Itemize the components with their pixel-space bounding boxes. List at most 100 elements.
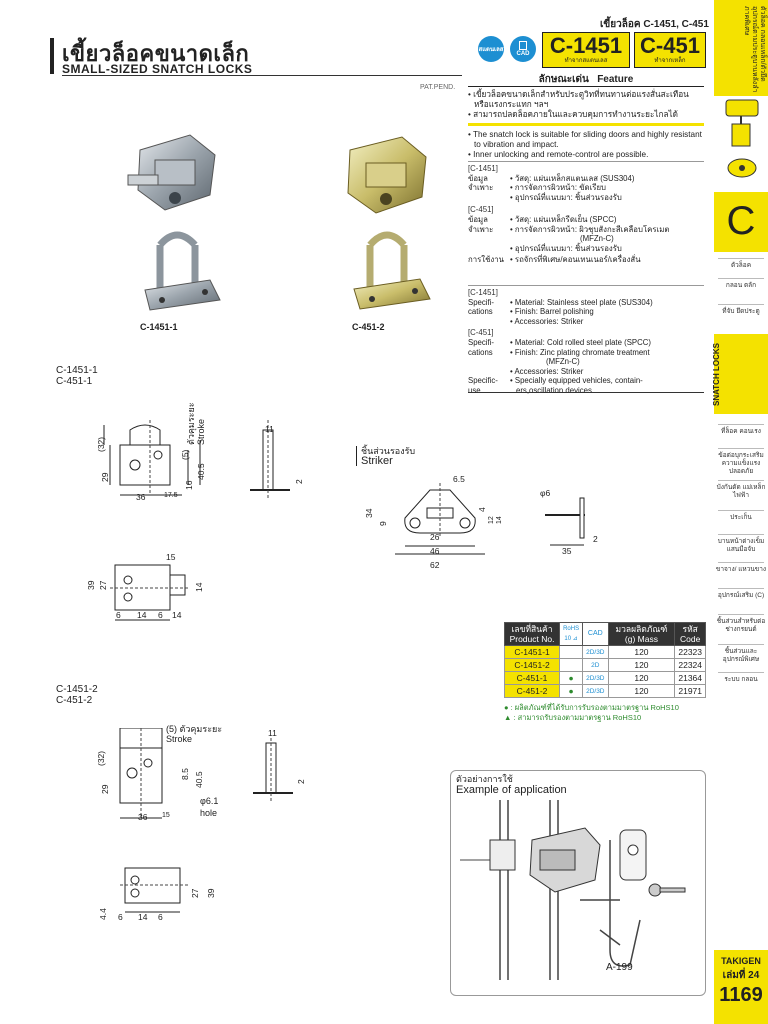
sidebar-nav-item[interactable]: ชิ้นส่วนและ อุปกรณ์พิเศษ xyxy=(722,648,760,663)
application-title: ตัวอย่างการใช้ Example of application xyxy=(456,774,567,796)
dim-6b: 6 xyxy=(158,610,163,620)
dim2-14: 14 xyxy=(138,912,148,922)
cell-mass: 120 xyxy=(607,658,676,672)
application-reference: A-199 xyxy=(606,962,633,973)
specs-english: [C-1451] Specifi- cations • Material: St… xyxy=(468,288,708,396)
patent-pending: PAT.PEND. xyxy=(420,84,456,91)
spec-en-c451-line: • Material: Cold rolled steel plate (SPC… xyxy=(510,337,651,347)
drawing-set2-label: C-1451-2 C-451-2 xyxy=(56,684,98,706)
spec-th-c451-tag: [C-451] xyxy=(468,205,494,215)
brand-name: TAKIGEN xyxy=(721,956,761,966)
spec-en-c1451-line: • Material: Stainless steel plate (SUS30… xyxy=(510,297,653,307)
drawing-striker-front xyxy=(395,483,485,555)
sidebar-nav-item[interactable]: ขาจาง/ แหวนขาง xyxy=(715,566,767,573)
sidebar-nav-item[interactable]: บานหน้าต่างเข็ม แสนมือจับ xyxy=(717,538,765,553)
application-example-box xyxy=(450,770,706,996)
dim-striker-4: 4 xyxy=(477,507,487,512)
specs-bottom-rule xyxy=(468,392,704,393)
sidebar-divider xyxy=(718,258,764,259)
sidebar-nav-item[interactable]: ตัวล็อค xyxy=(730,262,752,269)
yellow-divider xyxy=(468,123,704,126)
th-mass: มวลผลิตภัณฑ์ (g) Mass xyxy=(607,622,676,646)
sidebar-nav-item[interactable]: บังกันตัด แม่เหล็กไฟฟ้า xyxy=(716,484,766,499)
spec-en-c451-line: • Finish: Zinc plating chromate treatmen… xyxy=(510,347,650,357)
spec-th-c1451-line: • การจัดการผิวหน้า: ขัดเรียบ xyxy=(510,183,606,193)
spec-th-c451-line: (MFZn-C) xyxy=(580,234,614,244)
dim-6: 6 xyxy=(116,610,121,620)
product-table: เลขที่สินค้า Product No. RoHS 10 ⊿ CAD ม… xyxy=(503,622,706,698)
code-c451-note: ทำจากเหล็ก xyxy=(654,58,686,64)
code-box-c451: C-451 ทำจากเหล็ก xyxy=(634,32,706,68)
key-icon xyxy=(648,883,686,897)
spec-en-c1451-key: Specifi- cations xyxy=(468,297,494,317)
drawing-set1-label: C-1451-1 C-451-1 xyxy=(56,365,98,387)
page-title-thai: เขี้ยวล็อคขนาดเล็ก xyxy=(62,41,250,66)
sidebar-divider xyxy=(718,562,764,563)
cell-product-no: C-1451-1 xyxy=(503,645,561,659)
cell-product-no: C-1451-2 xyxy=(503,658,561,672)
sidebar-nav-item[interactable]: กลอน ตลัก xyxy=(725,282,757,289)
dim2-11: 11 xyxy=(268,728,277,738)
dim-11: 11 xyxy=(265,424,274,434)
spec-th-use-key: การใช้งาน xyxy=(468,255,504,265)
photo-label-c451-2: C-451-2 xyxy=(352,322,385,332)
dim2-8-5: 8.5 xyxy=(180,768,190,780)
dim-striker-62: 62 xyxy=(430,560,440,570)
spec-en-use-key: Specific- use xyxy=(468,376,498,395)
dim-27: 27 xyxy=(98,580,108,590)
dim-14b: 14 xyxy=(137,610,147,620)
dim2-39: 39 xyxy=(206,888,216,898)
title-rule xyxy=(62,75,462,76)
drawing-set1-top-view xyxy=(110,564,190,621)
code-c451: C-451 xyxy=(640,33,700,58)
spec-th-c451-line: • การจัดการผิวหน้า: ผิวชุบสังกะสีเคลือบโ… xyxy=(510,224,670,234)
sidebar-nav-item[interactable]: ประเก็น xyxy=(730,514,752,521)
sidebar-nav-item[interactable]: ชิ้นส่วนสำหรับต่อ ช่างกรยนต์ xyxy=(716,618,766,633)
product-table-header: เลขที่สินค้า Product No. RoHS 10 ⊿ CAD ม… xyxy=(503,622,706,646)
cell-rohs: ● xyxy=(559,671,584,685)
spec-en-use-line: • Specially equipped vehicles, contain- xyxy=(510,376,643,386)
sidebar-nav-item[interactable]: ระบบ กลอน xyxy=(724,676,758,683)
table-notes: ● : ผลิตภัณฑ์ที่ได้รับการรับรองตามมาตรฐา… xyxy=(504,703,679,723)
note-rohs-available: ▲ : สามารถรับรองตามมาตรฐาน RoHS10 xyxy=(504,713,642,722)
sidebar-divider xyxy=(718,424,764,425)
dim2-32: (32) xyxy=(96,750,106,766)
sidebar-nav-item[interactable]: ข้อต่อบุกระเสริม ความแข็งแรงปลอดภัย xyxy=(718,452,764,475)
dim-40-5: 40.5 xyxy=(196,463,206,480)
drawing-set2-side-view xyxy=(253,738,293,803)
cell-mass: 120 xyxy=(607,645,676,659)
spec-en-use-line: ers,oscillation devices xyxy=(516,385,592,395)
hole-dimension: φ6.1 hole xyxy=(200,796,219,818)
feature-th-2: • สามารถปลดล็อคภายในและควบคุมการทำงานระย… xyxy=(468,110,678,119)
cell-rohs: ● xyxy=(559,684,584,698)
cell-rohs xyxy=(559,645,584,659)
th-rohs: RoHS 10 ⊿ xyxy=(559,622,584,646)
features-thai: • เขี้ยวล็อคขนาดเล็กสำหรับประตูวิทที่ทนท… xyxy=(468,90,704,120)
dim-striker-14: 14 xyxy=(496,516,503,524)
sidebar-nav-item[interactable]: ที่จับ ยึดประตู xyxy=(722,308,760,315)
page-title-english: SMALL-SIZED SNATCH LOCKS xyxy=(62,62,253,76)
sidebar-nav-item[interactable]: อุปกรณ์เสริม (C) xyxy=(717,592,765,599)
sidebar-divider xyxy=(718,534,764,535)
page-number: 1169 xyxy=(719,984,763,1006)
cell-product-no: C-451-1 xyxy=(503,671,561,685)
drawing-set1-front-view xyxy=(103,420,201,496)
dim-14: 14 xyxy=(194,582,204,592)
sidebar-divider xyxy=(718,510,764,511)
drawing-set2-front-view xyxy=(119,728,163,819)
cad-badge: CAD xyxy=(510,36,536,62)
lock-category-icon xyxy=(725,99,759,178)
dim-striker-12: 12 xyxy=(488,516,495,524)
sidebar-nav-item[interactable]: ที่ล็อค คอนเรง xyxy=(721,428,761,435)
sidebar-divider xyxy=(718,448,764,449)
spec-th-c1451-line: • อุปกรณ์ที่แนบมา: ชิ้นส่วนรองรับ xyxy=(510,192,622,202)
document-icon xyxy=(519,41,527,50)
cell-code: 22323 xyxy=(674,645,706,659)
drawing-set1-side-view xyxy=(250,420,290,498)
specs-divider xyxy=(468,285,704,286)
note-rohs-certified: ● : ผลิตภัณฑ์ที่ได้รับการรับรองตามมาตรฐา… xyxy=(504,703,679,712)
sidebar-divider xyxy=(718,644,764,645)
